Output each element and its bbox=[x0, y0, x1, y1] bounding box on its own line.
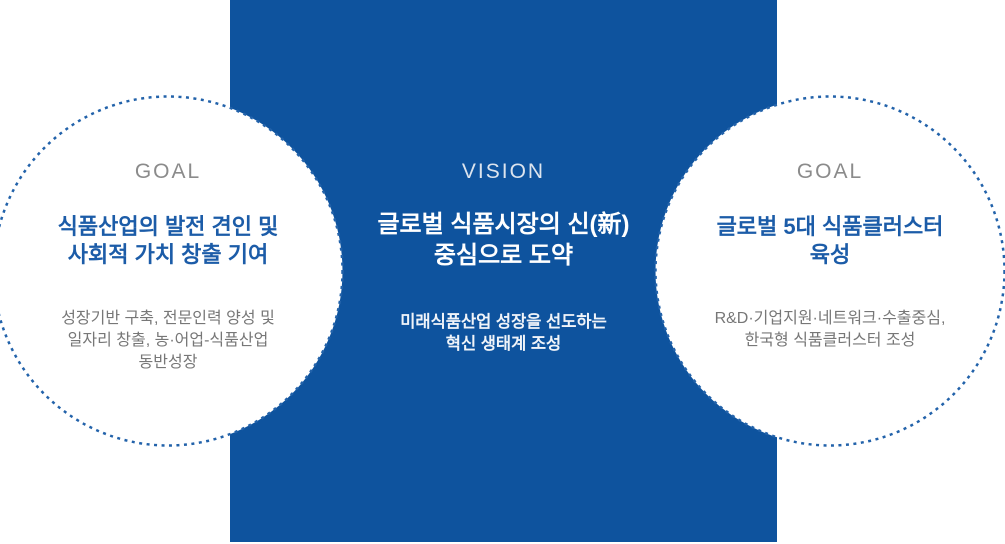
vision-body-line2: 혁신 생태계 조성 bbox=[445, 335, 562, 353]
goal-left-title-line1: 식품산업의 발전 견인 및 bbox=[57, 214, 279, 239]
goal-right-title-line2: 육성 bbox=[809, 242, 851, 267]
vision-title-line2: 중심으로 도약 bbox=[433, 242, 574, 269]
goal-left-title: 식품산업의 발전 견인 및 사회적 가치 창출 기여 bbox=[8, 213, 328, 269]
goal-right-title: 글로벌 5대 식품클러스터 육성 bbox=[670, 213, 990, 269]
goal-left-body-line1: 성장기반 구축, 전문인력 양성 및 bbox=[61, 310, 275, 327]
vision-title: 글로벌 식품시장의 신(新) 중심으로 도약 bbox=[338, 209, 669, 271]
vision-title-line1: 글로벌 식품시장의 신(新) bbox=[377, 211, 630, 238]
goal-right-content: GOAL 글로벌 5대 식품클러스터 육성 R&D·기업지원·네트워크·수출중심… bbox=[670, 0, 990, 544]
vision-content: VISION 글로벌 식품시장의 신(新) 중심으로 도약 미래식품산업 성장을… bbox=[338, 0, 669, 544]
goal-left-title-line2: 사회적 가치 창출 기여 bbox=[67, 242, 269, 267]
goal-right-label: GOAL bbox=[796, 160, 864, 183]
goal-right-body-line1: R&D·기업지원·네트워크·수출중심, bbox=[714, 310, 946, 327]
goal-left-body-line3: 동반성장 bbox=[138, 354, 198, 371]
vision-label: VISION bbox=[461, 160, 546, 183]
goal-right-body: R&D·기업지원·네트워크·수출중심, 한국형 식품클러스터 조성 bbox=[670, 308, 990, 352]
dashed-circle-outline bbox=[0, 95, 344, 447]
goal-left-body: 성장기반 구축, 전문인력 양성 및 일자리 창출, 농·어업-식품산업 동반성… bbox=[8, 308, 328, 374]
goal-left-label: GOAL bbox=[134, 160, 202, 183]
goal-left-content: GOAL 식품산업의 발전 견인 및 사회적 가치 창출 기여 성장기반 구축,… bbox=[8, 0, 328, 544]
goal-right-body-line2: 한국형 식품클러스터 조성 bbox=[744, 332, 916, 349]
goal-left-body-line2: 일자리 창출, 농·어업-식품산업 bbox=[67, 332, 269, 349]
goal-left-circle bbox=[0, 95, 344, 447]
vision-body-line1: 미래식품산업 성장을 선도하는 bbox=[400, 313, 607, 331]
vision-body: 미래식품산업 성장을 선도하는 혁신 생태계 조성 bbox=[338, 311, 669, 355]
goal-right-title-line1: 글로벌 5대 식품클러스터 bbox=[716, 214, 944, 239]
